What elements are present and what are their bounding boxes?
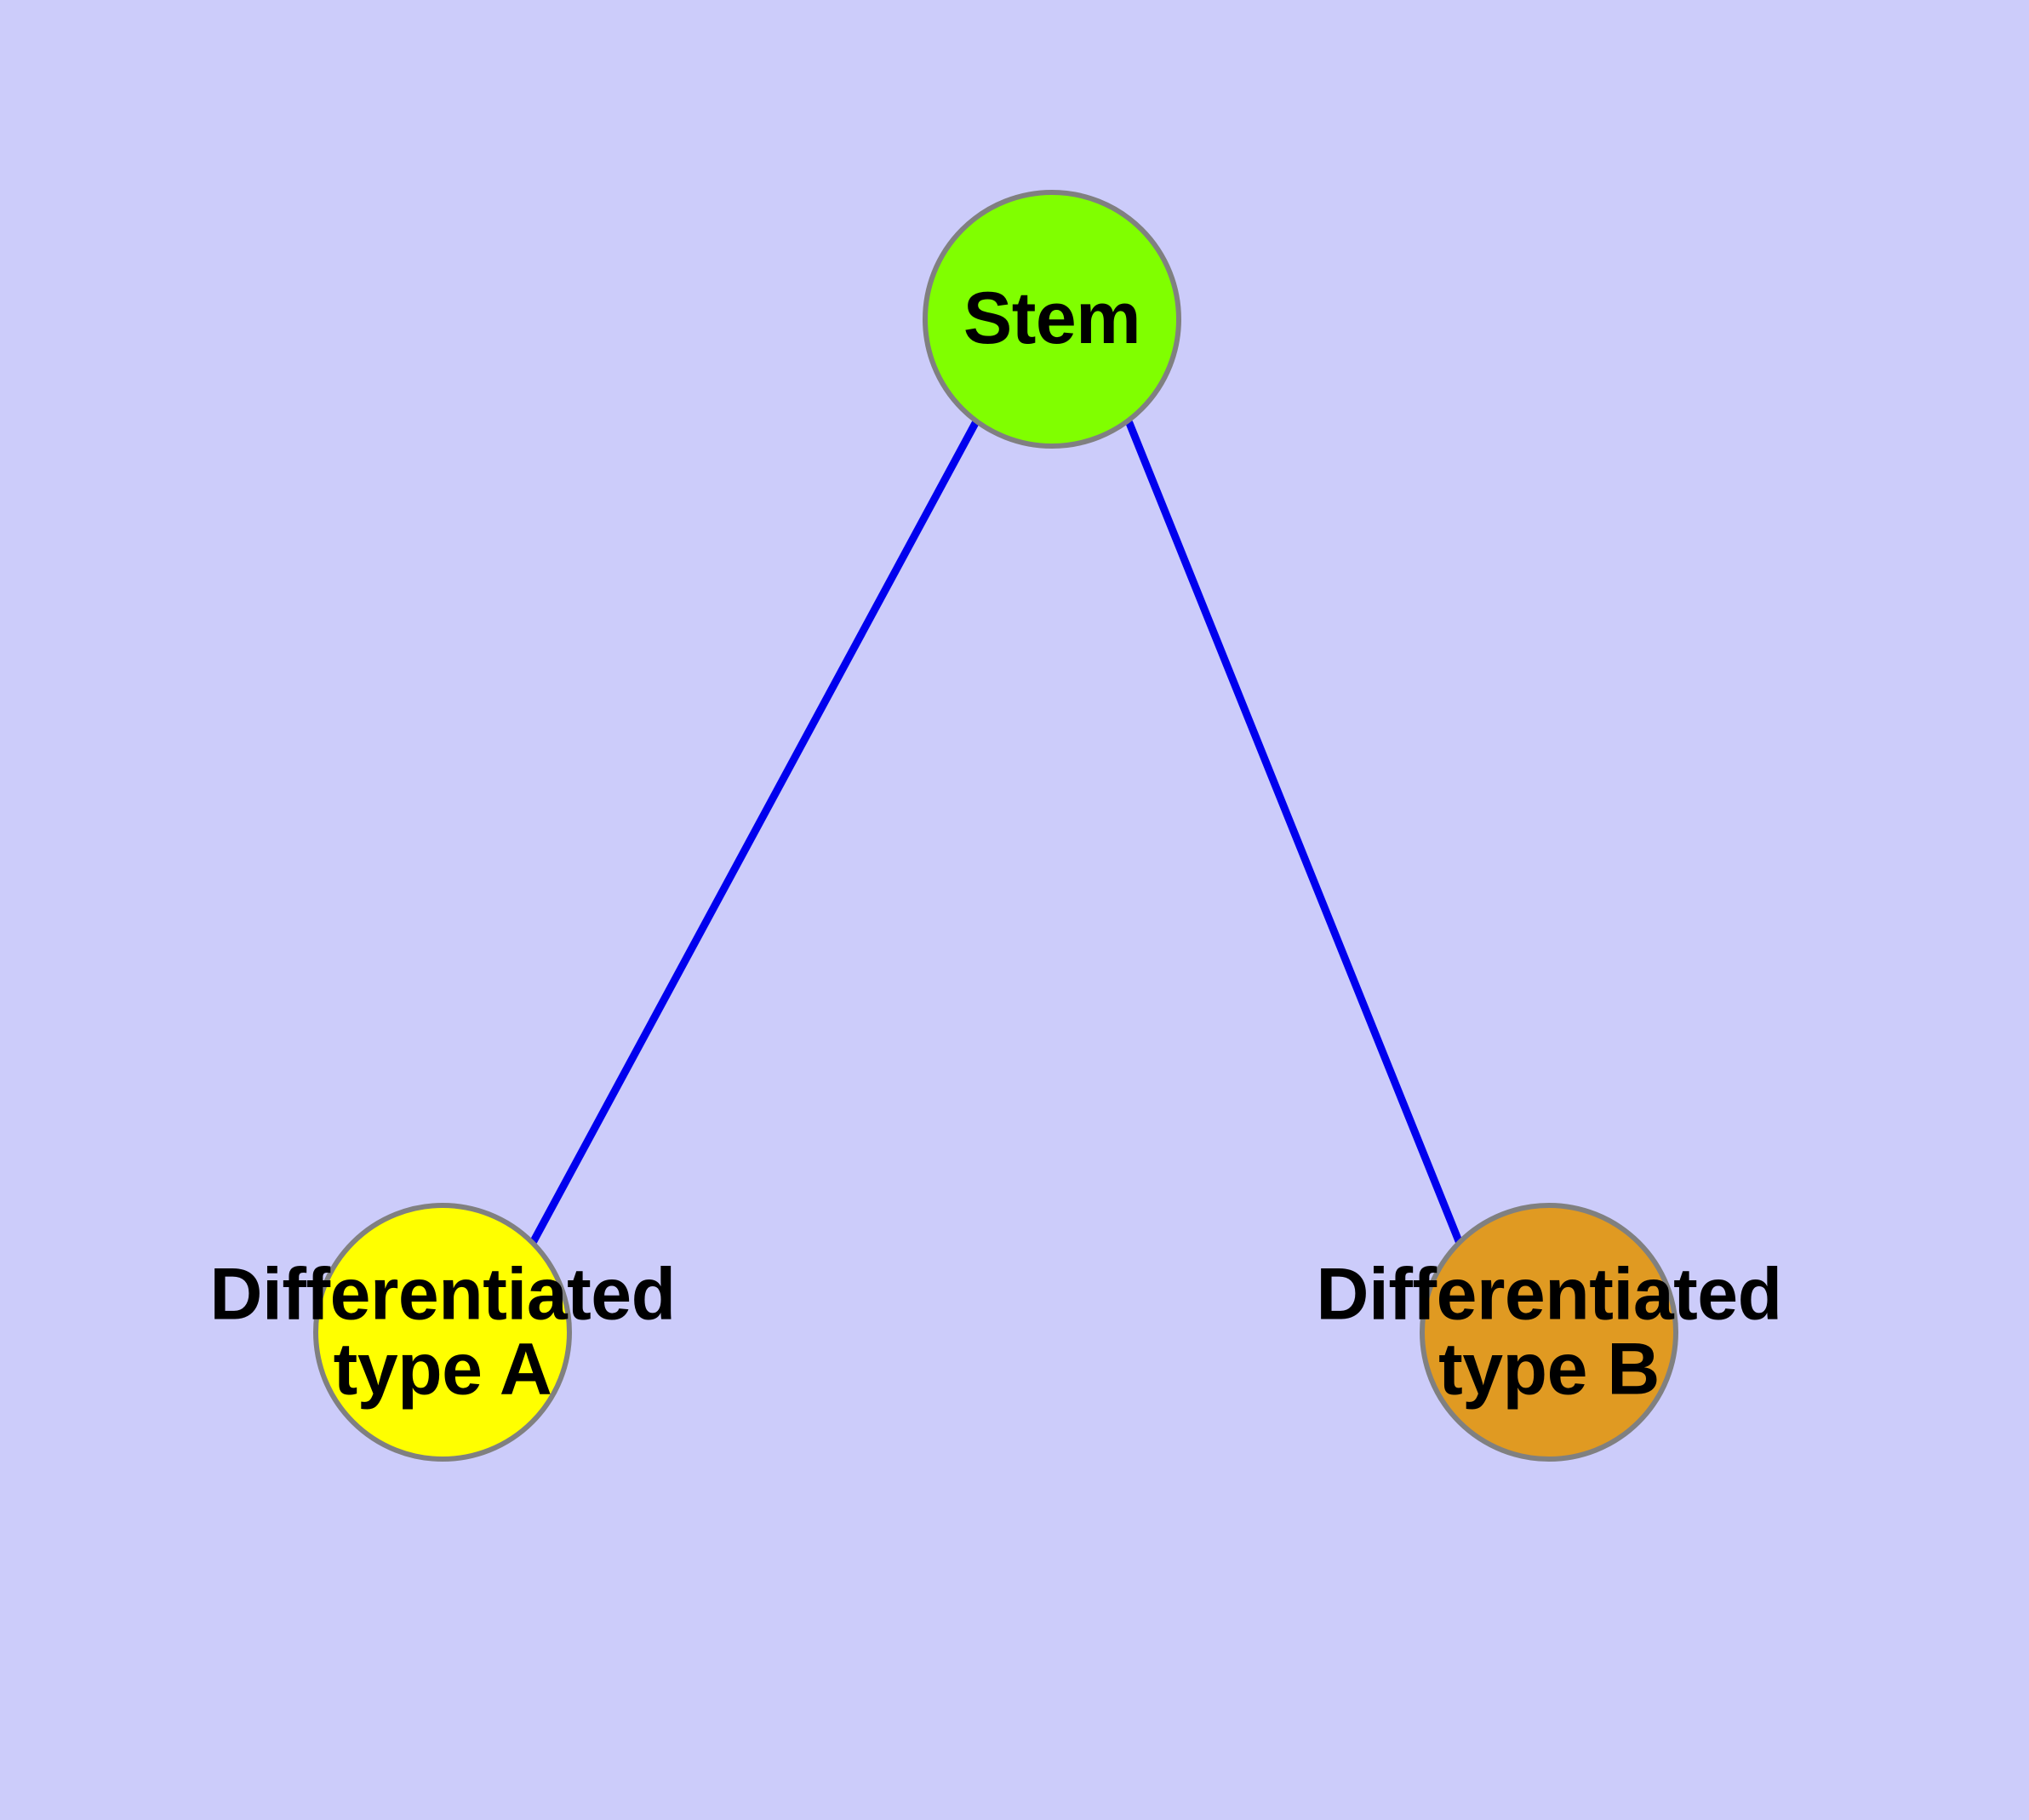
edge-stem-to-differentiated-b[interactable] — [1125, 419, 1463, 1245]
node-stem-circle[interactable] — [923, 190, 1181, 449]
edge-layer — [529, 419, 1463, 1245]
edge-stem-to-differentiated-a[interactable] — [529, 419, 980, 1245]
node-differentiated-b-circle[interactable] — [1420, 1203, 1678, 1462]
node-layer — [313, 190, 1678, 1462]
node-differentiated-a-circle[interactable] — [313, 1203, 572, 1462]
